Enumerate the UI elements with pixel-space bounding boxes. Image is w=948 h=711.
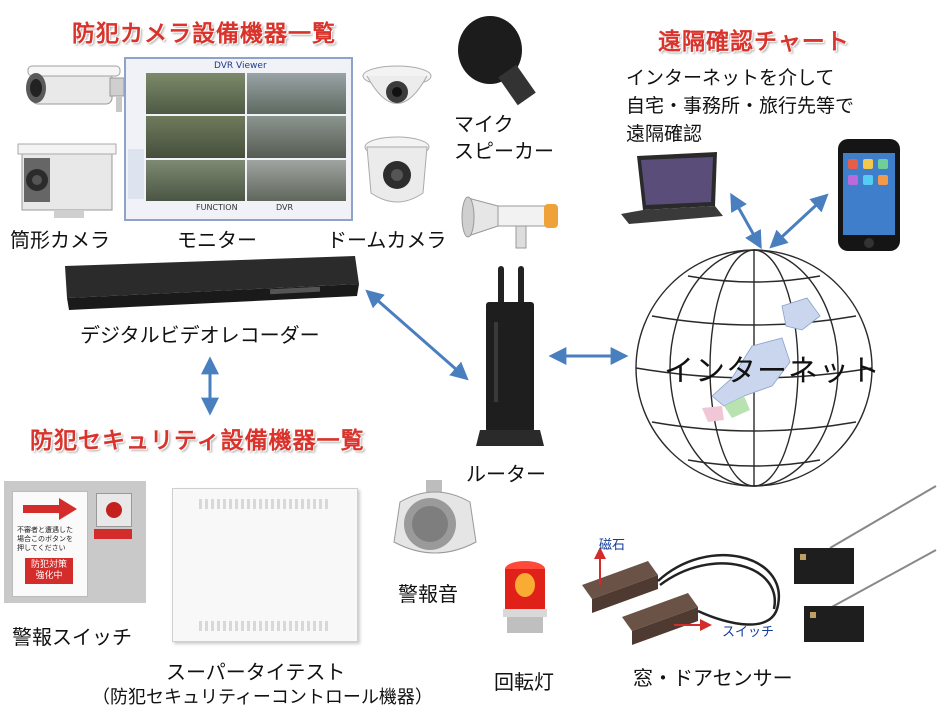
vent-bottom (199, 621, 331, 631)
mic-label: マイク (454, 112, 514, 136)
remote-note: インターネットを介して 自宅・事務所・旅行先等で 遠隔確認 (626, 64, 854, 148)
box-camera-image (17, 143, 117, 218)
alarm-sign-line: 押してください (17, 544, 66, 552)
internet-globe (635, 249, 873, 487)
switch-label: スイッチ (722, 625, 775, 640)
alarm-sign: 不審者と遭遇した 場合このボタンを 押してください 防犯対策 強化中 (12, 491, 88, 597)
dvr-image (65, 256, 359, 310)
dome-camera-image-1 (362, 65, 432, 104)
camera-feed (247, 73, 346, 115)
door-sensor-label: 窓・ドアセンサー (633, 666, 793, 690)
alarm-sign-badge: 防犯対策 強化中 (25, 558, 73, 584)
arrow-laptop-internet (730, 192, 762, 250)
router-label: ルーター (466, 462, 546, 486)
remote-note-line: 自宅・事務所・旅行先等で (626, 95, 855, 117)
microphone-image (458, 16, 536, 106)
arrow-phone-internet (769, 193, 829, 249)
alarm-button (96, 493, 132, 527)
alarm-badge-line: 強化中 (35, 571, 63, 581)
camera-feed (146, 116, 245, 158)
internet-label: インターネット (664, 354, 881, 389)
alarm-button-plate (94, 529, 132, 539)
laptop-image (621, 152, 723, 224)
megaphone-image (461, 196, 558, 249)
magnet-sensor-image (582, 547, 781, 645)
alarm-sign-text: 不審者と遭遇した 場合このボタンを 押してください (17, 526, 73, 553)
super-tester-sublabel: （防犯セキュリティーコントロール機器） (92, 687, 433, 708)
speaker-label: スピーカー (454, 139, 554, 163)
monitor-sidebar (128, 149, 144, 199)
monitor-image: DVR Viewer FUNCTION DVR (124, 57, 353, 221)
remote-note-line: インターネットを介して (626, 67, 835, 89)
alarm-sign-line: 場合このボタンを (17, 535, 73, 543)
monitor-title: DVR Viewer (214, 61, 267, 71)
alarm-switch-label: 警報スイッチ (12, 625, 132, 649)
camera-feed (146, 73, 245, 115)
security-section-heading: 防犯セキュリティ設備機器一覧 (30, 428, 365, 454)
alarm-sound-label: 警報音 (398, 582, 458, 606)
right-arrow-icon (23, 498, 77, 520)
alarm-switch-image: 不審者と遭遇した 場合このボタンを 押してください 防犯対策 強化中 (4, 481, 146, 603)
rotating-light-image (503, 561, 547, 633)
remote-section-heading: 遠隔確認チャート (658, 29, 850, 55)
camera-feed (247, 159, 346, 201)
monitor-label: モニター (177, 228, 257, 252)
smartphone-image (838, 139, 900, 251)
camera-feed (146, 159, 245, 201)
super-tester-label: スーパータイテスト (166, 660, 346, 684)
rotating-light-label: 回転灯 (494, 670, 554, 694)
magnet-label: 磁石 (599, 538, 626, 553)
bullet-camera-image (26, 65, 125, 112)
monitor-footer-left: FUNCTION (196, 203, 238, 212)
monitor-camera-grid (146, 73, 346, 201)
dome-camera-label: ドームカメラ (327, 228, 447, 252)
arrow-dvr-router (365, 289, 469, 381)
router-image (476, 266, 544, 446)
dvr-label: デジタルビデオレコーダー (80, 323, 320, 347)
remote-note-line: 遠隔確認 (626, 123, 703, 145)
camera-feed (247, 116, 346, 158)
dome-camera-image-2 (364, 136, 430, 203)
alarm-badge-line: 防犯対策 (30, 560, 67, 570)
alarm-sign-line: 不審者と遭遇した (17, 526, 73, 534)
tube-camera-label: 筒形カメラ (10, 228, 110, 252)
vent-top (199, 499, 331, 509)
micro-switch-image (794, 485, 937, 642)
super-tester-image (172, 488, 358, 642)
camera-section-heading: 防犯カメラ設備機器一覧 (72, 21, 336, 47)
monitor-footer-right: DVR (276, 203, 294, 212)
siren-image (393, 480, 477, 554)
